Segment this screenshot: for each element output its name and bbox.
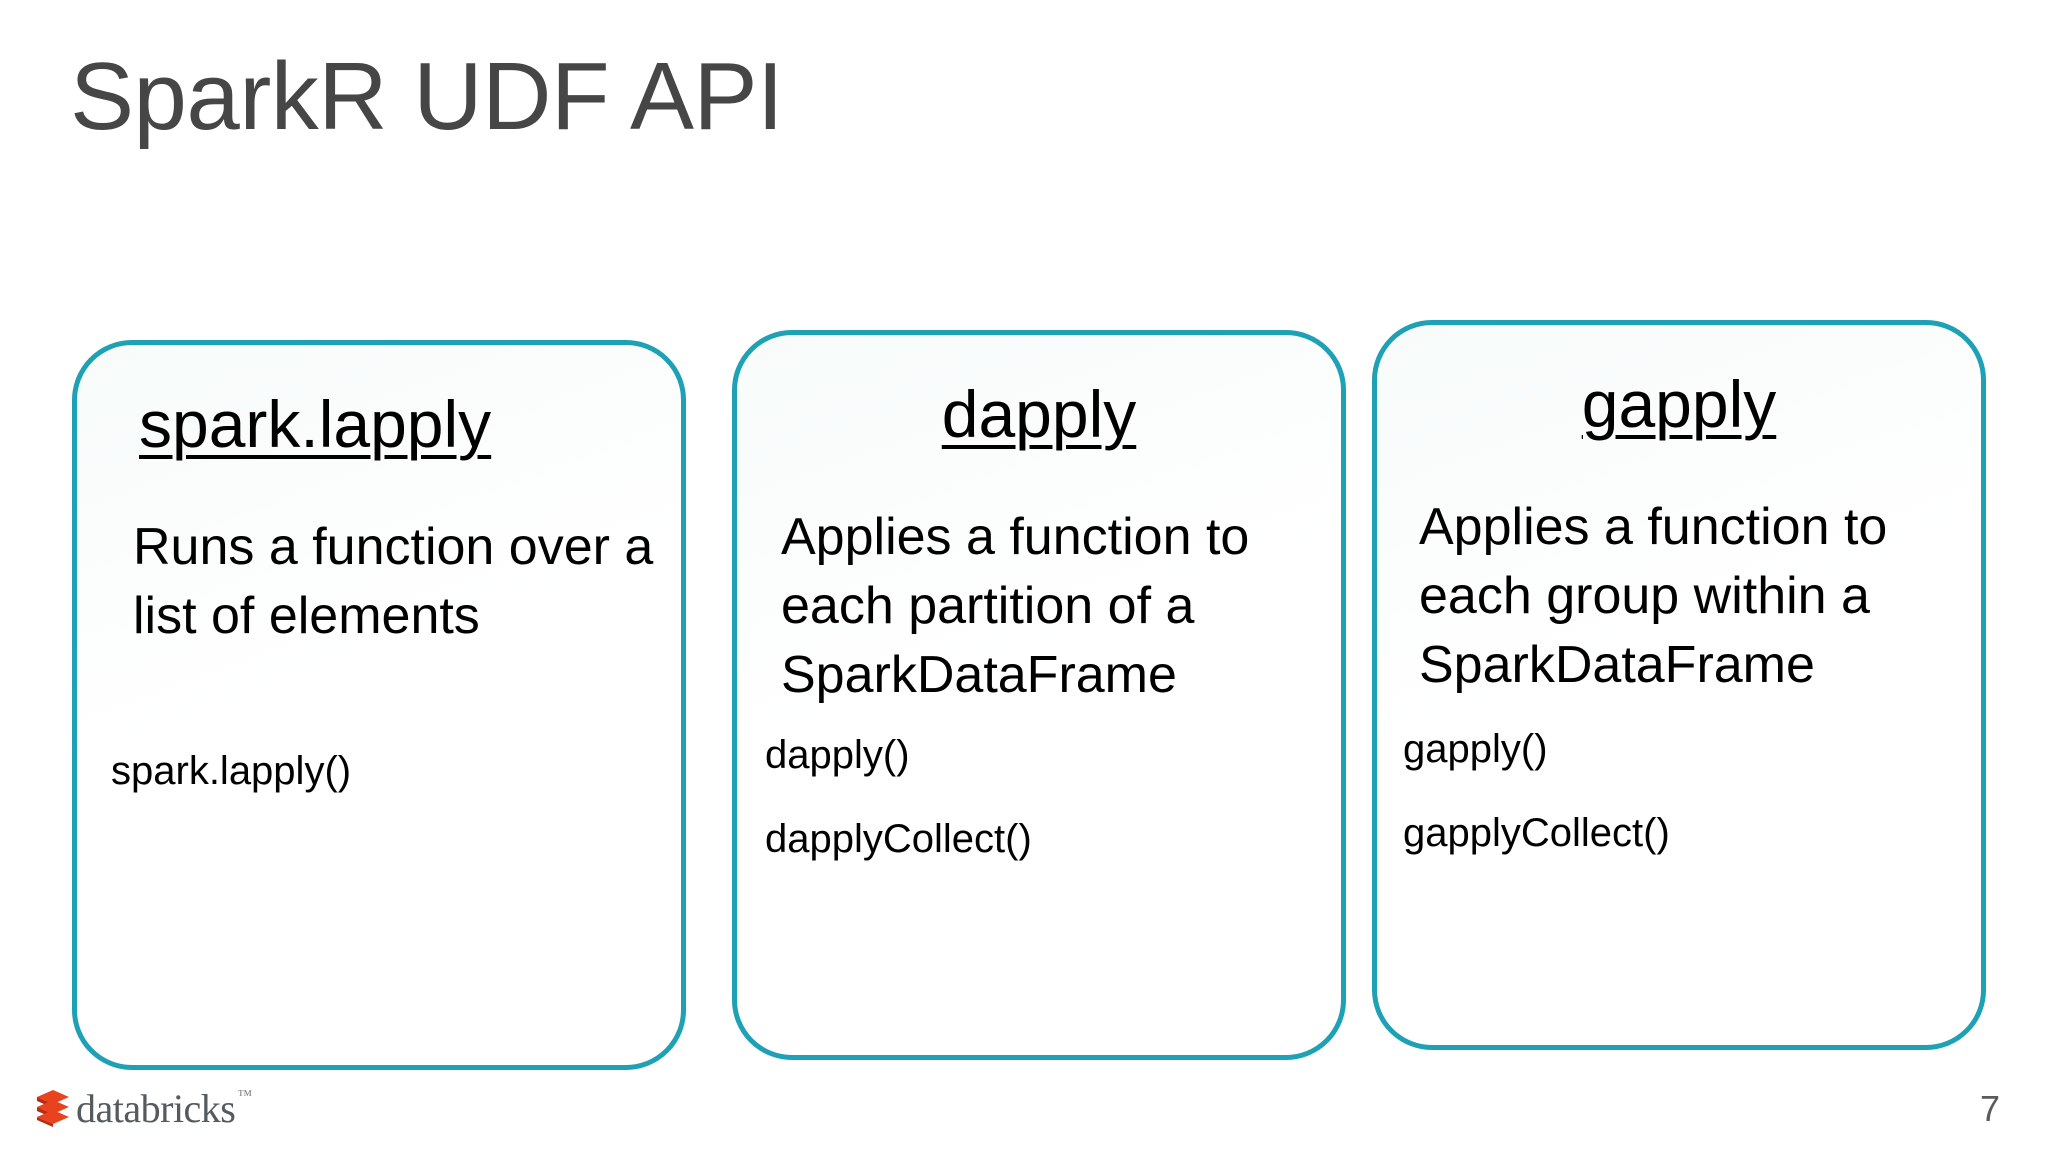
databricks-wordmark: databricks xyxy=(76,1086,236,1131)
card-function-list: dapply() dapplyCollect() xyxy=(765,735,1321,859)
api-card-dapply: dapply Applies a function to each partit… xyxy=(732,330,1346,1060)
function-name: gapply() xyxy=(1403,727,1548,771)
api-card-row: spark.lapply Runs a function over a list… xyxy=(0,320,2048,1070)
card-heading: dapply xyxy=(737,381,1341,447)
trademark-symbol: ™ xyxy=(237,1088,253,1104)
card-description: Applies a function to each partition of … xyxy=(781,508,1250,705)
page-number: 7 xyxy=(1979,1088,2000,1129)
databricks-logo: databricks ™ xyxy=(36,1082,252,1134)
api-card-spark-lapply: spark.lapply Runs a function over a list… xyxy=(72,340,686,1070)
card-heading-text: dapply xyxy=(941,377,1137,451)
card-heading: spark.lapply xyxy=(77,391,681,457)
card-heading: gapply xyxy=(1377,371,1981,437)
function-name: gapplyCollect() xyxy=(1403,811,1670,855)
function-name: spark.lapply() xyxy=(111,749,352,793)
card-heading-text: gapply xyxy=(1581,367,1777,441)
page-title: SparkR UDF API xyxy=(70,43,784,150)
card-heading-text: spark.lapply xyxy=(139,387,492,461)
card-function-list: gapply() gapplyCollect() xyxy=(1403,729,1961,853)
databricks-brick-icon xyxy=(36,1088,70,1128)
api-card-gapply: gapply Applies a function to each group … xyxy=(1372,320,1986,1050)
card-function-list: spark.lapply() xyxy=(111,751,661,791)
card-description: Applies a function to each group within … xyxy=(1419,498,1888,695)
card-description: Runs a function over a list of elements xyxy=(133,518,654,646)
function-name: dapplyCollect() xyxy=(765,817,1032,861)
function-name: dapply() xyxy=(765,733,910,777)
